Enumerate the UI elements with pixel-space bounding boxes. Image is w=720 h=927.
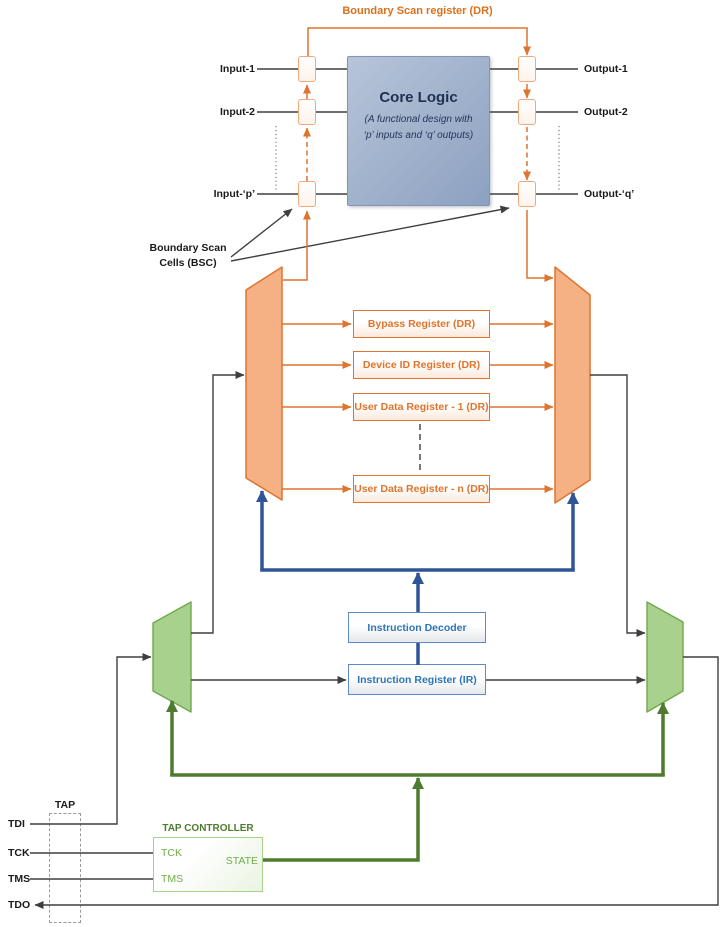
tap-controller-title: TAP CONTROLLER: [162, 823, 254, 834]
input-p-label: Input-‘p’: [213, 188, 255, 200]
scan-chain-top-path: [307, 27, 531, 56]
tap-controller-tms-port: TMS: [161, 873, 184, 885]
tdo-signal-label: TDO: [8, 899, 31, 911]
output-q-label: Output-‘q’: [584, 188, 635, 200]
wire-drmux-to-tdomux: [590, 374, 646, 637]
bypass-register-box: Bypass Register (DR): [353, 310, 490, 338]
dr-mux-right-trapezoid: [554, 266, 591, 504]
bsc-cell-input-2: [298, 99, 316, 125]
input-1-label: Input-1: [220, 63, 255, 75]
core-logic-subtitle-line1: (A functional design with: [364, 114, 473, 125]
bsc-cell-output-1: [518, 56, 536, 82]
tap-label: TAP: [54, 799, 76, 811]
tck-signal-label: TCK: [8, 847, 30, 859]
boundary-scan-register-label: Boundary Scan register (DR): [342, 5, 493, 17]
input-2-label: Input-2: [220, 106, 255, 118]
tap-port-dashed-box: [49, 813, 81, 923]
core-logic-box: Core Logic (A functional design with ‘p’…: [347, 56, 490, 206]
tap-state-output-arrow: [263, 777, 424, 862]
bsc-cell-output-2: [518, 99, 536, 125]
tap-controller-state-port: STATE: [225, 855, 258, 867]
wire-tdimux-to-drdemux: [191, 371, 245, 634]
scan-chain-outputq-to-mux: [526, 210, 554, 282]
user-data-register-1-box: User Data Register - 1 (DR): [353, 393, 490, 421]
tdo-mux-right-trapezoid: [646, 601, 684, 713]
bsc-callout-line2: Cells (BSC): [159, 257, 217, 269]
user-data-register-n-box: User Data Register - n (DR): [353, 475, 490, 503]
output-1-label: Output-1: [584, 63, 628, 75]
core-logic-title: Core Logic: [379, 89, 458, 106]
tms-signal-label: TMS: [8, 873, 31, 885]
bsc-cell-input-1: [298, 56, 316, 82]
bsc-cell-input-p: [298, 181, 316, 207]
core-logic-subtitle-line2: ‘p’ inputs and ‘q’ outputs): [363, 130, 474, 141]
tdi-signal-label: TDI: [8, 818, 25, 830]
bsc-cell-output-q: [518, 181, 536, 207]
tdi-demux-left-trapezoid: [152, 601, 192, 713]
bsc-callout-arrow-left: [230, 208, 293, 258]
bsc-callout-line1: Boundary Scan: [149, 242, 227, 254]
tap-controller-tck-port: TCK: [161, 847, 182, 859]
scan-chain-demux-to-inputp: [283, 210, 311, 281]
dr-demux-left-trapezoid: [245, 266, 283, 501]
bsc-callout-arrow-right: [230, 205, 510, 262]
output-2-label: Output-2: [584, 106, 628, 118]
instruction-register-box: Instruction Register (IR): [348, 664, 486, 695]
instruction-decoder-box: Instruction Decoder: [348, 612, 486, 643]
device-id-register-box: Device ID Register (DR): [353, 351, 490, 379]
